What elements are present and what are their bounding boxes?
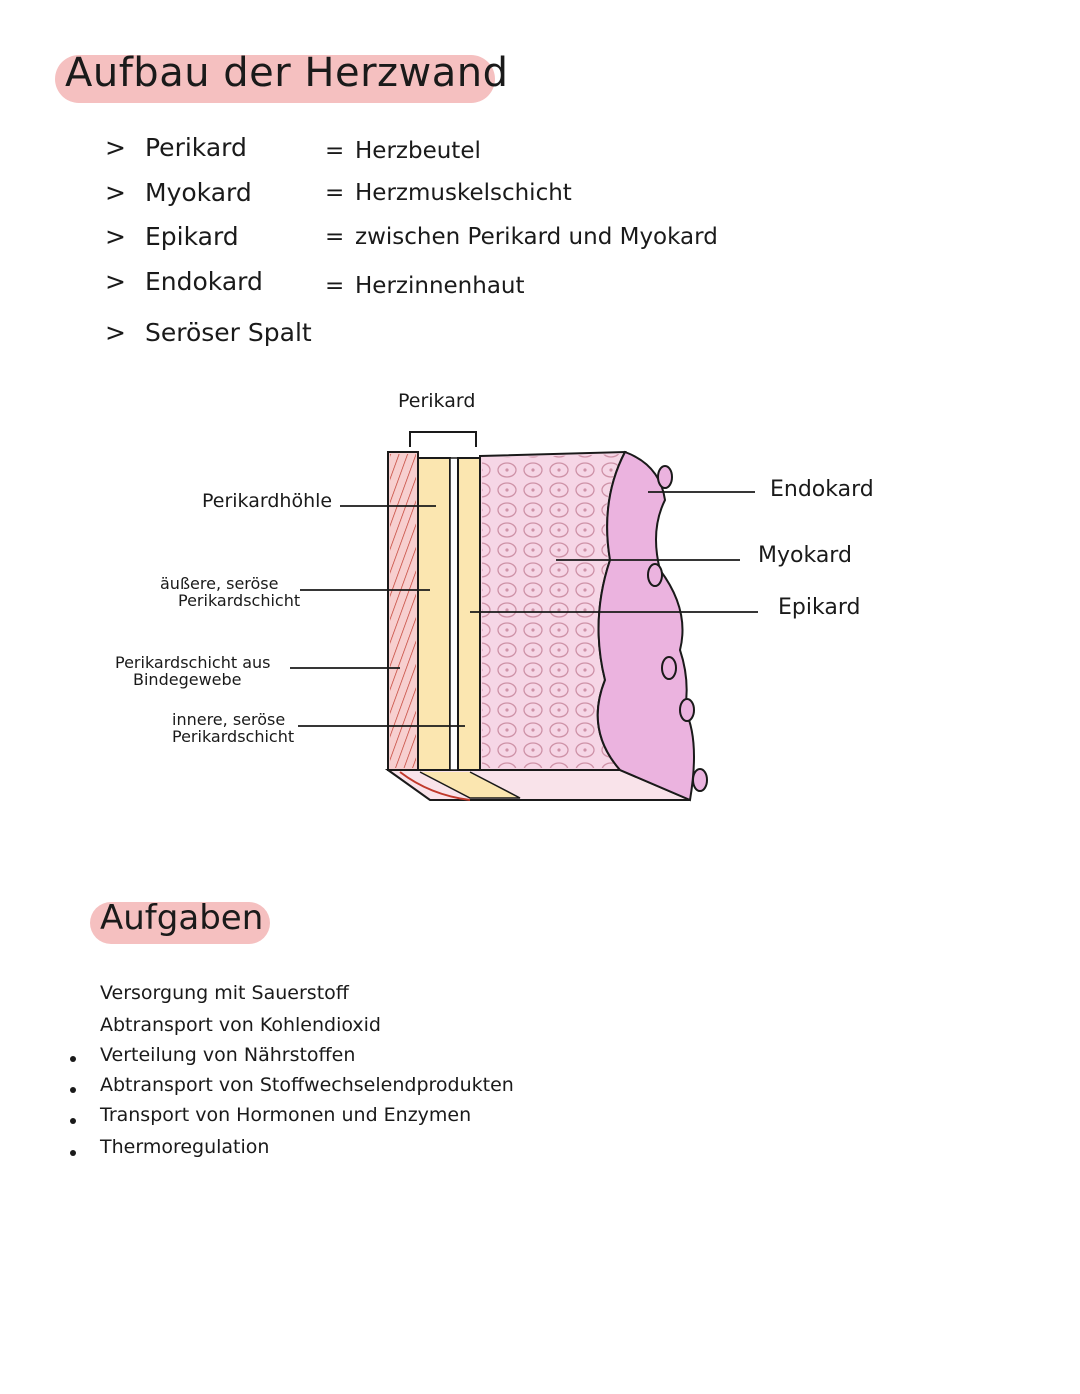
- bullet-icon: [70, 1150, 76, 1156]
- definition-text: Herzinnenhaut: [355, 273, 525, 299]
- label-line: Perikardschicht: [178, 590, 301, 610]
- definition-myokard: = Herzmuskelschicht: [325, 180, 572, 206]
- list-item-perikard: > Perikard: [105, 133, 247, 162]
- label-perikard-top: Perikard: [398, 390, 476, 412]
- label-aeussere-seroese: äußere, seröse Perikardschicht: [160, 574, 301, 610]
- task-item: Abtransport von Kohlendioxid: [100, 1014, 381, 1036]
- label-epikard: Epikard: [778, 595, 861, 620]
- page-title: Aufbau der Herzwand: [65, 50, 509, 96]
- inner-serous-layer: [457, 457, 481, 771]
- bullet-icon: [70, 1118, 76, 1124]
- task-item: Thermoregulation: [100, 1136, 270, 1158]
- task-item: Abtransport von Stoffwechselendprodukten: [100, 1074, 514, 1096]
- perikard-bracket: [409, 431, 477, 447]
- pericardial-cavity: [449, 457, 459, 771]
- label-perikardhoehle: Perikardhöhle: [202, 490, 333, 512]
- task-item: Versorgung mit Sauerstoff: [100, 982, 349, 1004]
- equals-sign: =: [325, 273, 345, 299]
- list-item-endokard: > Endokard: [105, 267, 263, 296]
- equals-sign: =: [325, 138, 345, 164]
- label-line: Perikardschicht: [172, 726, 295, 746]
- label-line: Perikardschicht aus: [115, 653, 271, 672]
- list-item-epikard: > Epikard: [105, 222, 239, 251]
- term-perikard: Perikard: [145, 133, 247, 162]
- label-innere-seroese: innere, seröse Perikardschicht: [172, 710, 295, 746]
- task-item: Verteilung von Nährstoffen: [100, 1044, 356, 1066]
- tasks-heading: Aufgaben: [100, 898, 264, 938]
- equals-sign: =: [325, 224, 345, 250]
- title-highlight: [55, 55, 495, 103]
- term-epikard: Epikard: [145, 222, 239, 251]
- term-seroeser-spalt: Seröser Spalt: [145, 318, 312, 347]
- heart-wall-diagram: [290, 431, 758, 802]
- label-line: äußere, seröse: [160, 574, 279, 593]
- definition-text: Herzmuskelschicht: [355, 180, 572, 206]
- outer-serous-layer: [417, 457, 451, 771]
- term-myokard: Myokard: [145, 178, 252, 207]
- label-myokard: Myokard: [758, 543, 852, 568]
- definition-text: zwischen Perikard und Myokard: [355, 224, 718, 250]
- definition-perikard: = Herzbeutel: [325, 138, 481, 164]
- equals-sign: =: [325, 180, 345, 206]
- arrow-icon: >: [105, 133, 126, 162]
- term-endokard: Endokard: [145, 267, 263, 296]
- list-item-seroeser-spalt: > Seröser Spalt: [105, 318, 312, 347]
- list-item-myokard: > Myokard: [105, 178, 252, 207]
- definition-endokard: = Herzinnenhaut: [325, 273, 525, 299]
- definition-text: Herzbeutel: [355, 138, 481, 164]
- label-line: innere, seröse: [172, 710, 286, 729]
- task-item: Transport von Hormonen und Enzymen: [100, 1104, 472, 1126]
- arrow-icon: >: [105, 267, 126, 296]
- bullet-icon: [70, 1056, 76, 1062]
- definition-epikard: = zwischen Perikard und Myokard: [325, 224, 718, 250]
- tasks-heading-highlight: [90, 902, 270, 944]
- label-bindegewebe: Perikardschicht aus Bindegewebe: [115, 653, 271, 689]
- label-endokard: Endokard: [770, 477, 874, 502]
- arrow-icon: >: [105, 178, 126, 207]
- arrow-icon: >: [105, 318, 126, 347]
- bullet-icon: [70, 1087, 76, 1093]
- arrow-icon: >: [105, 222, 126, 251]
- label-line: Bindegewebe: [133, 669, 242, 689]
- endocardium: [596, 450, 695, 802]
